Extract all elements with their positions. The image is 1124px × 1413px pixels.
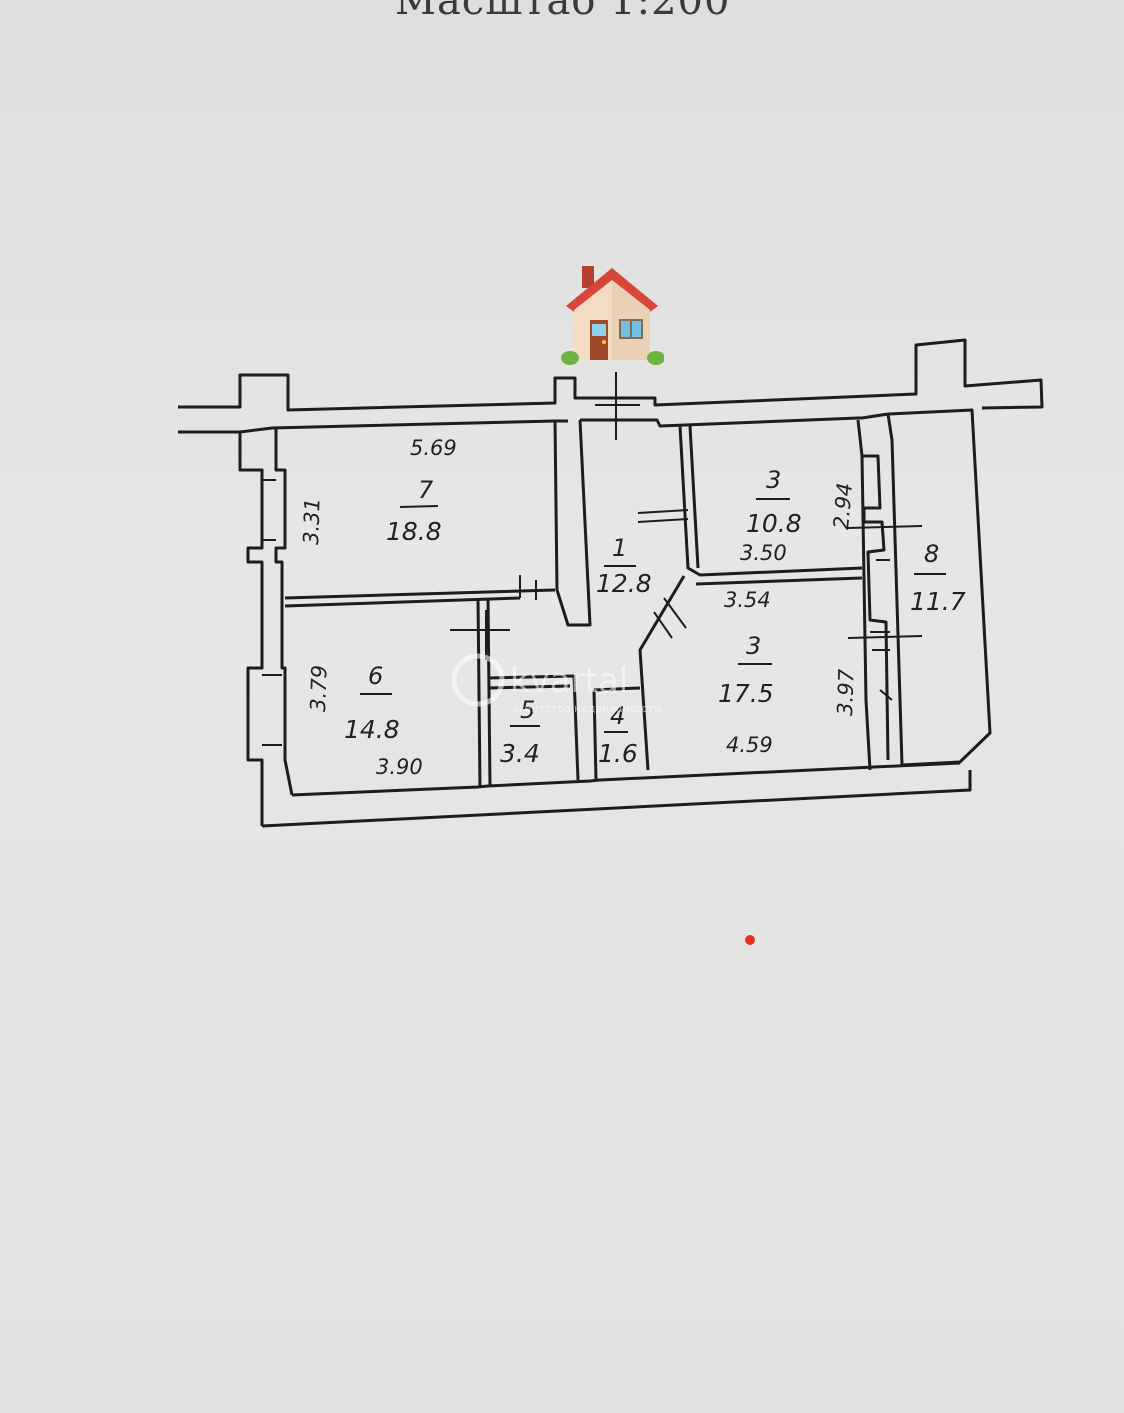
room3a-height-dim: 2.94 bbox=[829, 482, 857, 531]
watermark-brand: kvartal bbox=[510, 661, 628, 701]
room3b-width-dim: 4.59 bbox=[726, 733, 773, 757]
scale-title: Масштаб 1:200 bbox=[395, 0, 731, 24]
room1-area: 12.8 bbox=[596, 569, 652, 598]
room5-number: 5 bbox=[520, 696, 535, 724]
room6-area: 14.8 bbox=[344, 715, 400, 744]
room7-underline bbox=[399, 505, 439, 508]
room3b-top-dim: 3.54 bbox=[724, 588, 771, 612]
interior-walls bbox=[284, 372, 863, 788]
room3b-area: 17.5 bbox=[718, 679, 774, 708]
room8-area: 11.7 bbox=[910, 587, 966, 616]
room7-width-dim: 5.69 bbox=[410, 436, 457, 460]
red-dot-marker bbox=[745, 935, 755, 945]
house-icon bbox=[561, 266, 664, 365]
room3a-number: 3 bbox=[766, 466, 781, 494]
room7-area: 18.8 bbox=[386, 517, 442, 546]
watermark-logo-icon bbox=[451, 653, 505, 707]
room3a-width-dim: 3.50 bbox=[740, 541, 787, 565]
room5-area: 3.4 bbox=[500, 739, 540, 768]
room7-height-dim: 3.31 bbox=[299, 498, 325, 546]
room6-height-dim: 3.79 bbox=[306, 665, 332, 713]
room7-number: 7 bbox=[418, 476, 434, 504]
watermark: kvartal агентство недвижимости bbox=[451, 653, 661, 715]
room4-number: 4 bbox=[610, 702, 625, 730]
room6-width-dim: 3.90 bbox=[376, 755, 423, 779]
watermark-tagline: агентство недвижимости bbox=[512, 702, 661, 715]
room3b-number: 3 bbox=[746, 632, 761, 660]
room3b-height-dim: 3.97 bbox=[833, 668, 859, 716]
exterior-walls bbox=[178, 338, 1044, 828]
room6-number: 6 bbox=[368, 662, 383, 690]
room3a-area: 10.8 bbox=[746, 509, 802, 538]
room8-number: 8 bbox=[924, 540, 939, 568]
room4-area: 1.6 bbox=[598, 739, 638, 768]
room1-number: 1 bbox=[612, 534, 627, 562]
